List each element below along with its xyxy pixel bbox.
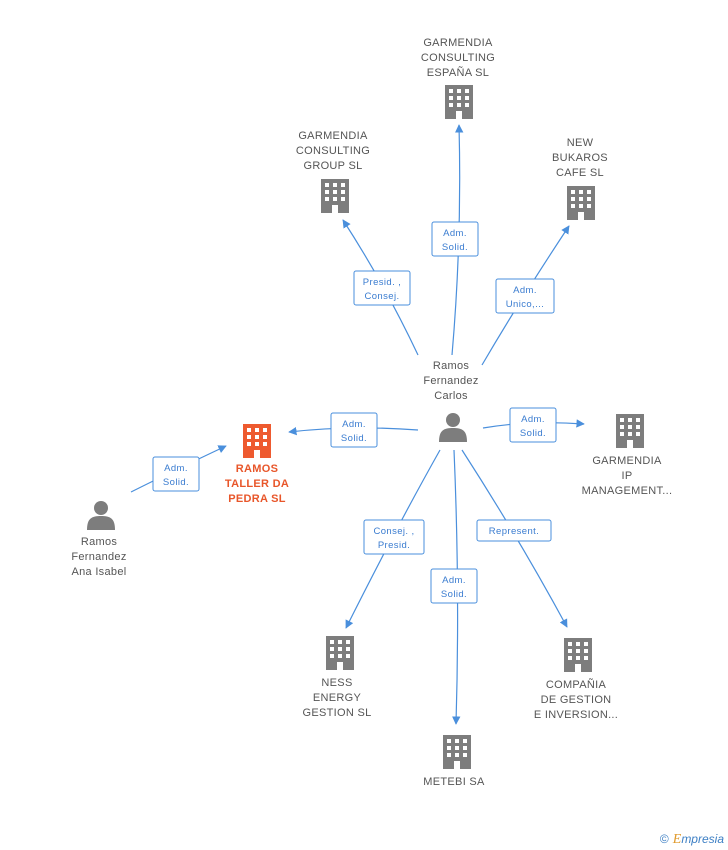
relation-label-ana-center[interactable]: Adm. Solid. (152, 456, 200, 492)
svg-text:Solid.: Solid. (441, 589, 467, 600)
node-label: Ramos (81, 536, 118, 548)
brand-logo-text: mpresia (681, 832, 724, 846)
svg-text:Adm.: Adm. (521, 414, 545, 425)
building-icon (445, 85, 473, 119)
brand-logo-initial: E (672, 832, 682, 847)
svg-text:Solid.: Solid. (163, 477, 189, 488)
svg-text:Adm.: Adm. (164, 463, 188, 474)
node-label: RAMOS (236, 463, 278, 475)
relation-label-carlos-group[interactable]: Presid. , Consej. (353, 270, 411, 306)
svg-text:Adm.: Adm. (513, 285, 537, 296)
svg-text:Represent.: Represent. (489, 526, 539, 537)
node-label: GESTION SL (302, 707, 371, 719)
node-label: NESS (321, 677, 352, 689)
node-label: NEW (567, 137, 594, 149)
node-ana[interactable]: Ramos Fernandez Ana Isabel (71, 501, 126, 578)
node-label: IP (622, 470, 633, 482)
person-icon (87, 501, 115, 530)
building-icon (326, 636, 354, 670)
svg-text:Unico,...: Unico,... (506, 299, 544, 310)
building-icon (567, 186, 595, 220)
node-ramos-taller[interactable]: RAMOS TALLER DA PEDRA SL (225, 424, 289, 505)
node-label: Ana Isabel (72, 566, 127, 578)
building-icon (616, 414, 644, 448)
node-label: CONSULTING (421, 52, 495, 64)
node-label: ENERGY (313, 692, 362, 704)
node-label: CAFE SL (556, 167, 604, 179)
svg-text:Solid.: Solid. (442, 242, 468, 253)
svg-text:Presid.: Presid. (378, 540, 410, 551)
node-compania[interactable]: COMPAÑIA DE GESTION E INVERSION... (534, 638, 618, 721)
relation-label-carlos-ness[interactable]: Consej. , Presid. (363, 519, 425, 555)
node-label: Fernandez (423, 375, 478, 387)
node-label: GARMENDIA (423, 37, 493, 49)
node-garmendia-espana[interactable]: GARMENDIA CONSULTING ESPAÑA SL (421, 37, 495, 119)
node-label: TALLER DA (225, 478, 289, 490)
node-label: DE GESTION (541, 694, 612, 706)
node-label: GROUP SL (303, 160, 362, 172)
node-label: GARMENDIA (592, 455, 662, 467)
building-icon (564, 638, 592, 672)
relation-label-carlos-espana[interactable]: Adm. Solid. (431, 221, 479, 257)
building-icon (243, 424, 271, 458)
svg-text:Consej.: Consej. (364, 291, 399, 302)
node-metebi[interactable]: METEBI SA (423, 735, 485, 788)
svg-text:Solid.: Solid. (520, 428, 546, 439)
relation-label-carlos-center[interactable]: Adm. Solid. (330, 412, 378, 448)
node-label: MANAGEMENT... (582, 485, 673, 497)
copyright-symbol: © (659, 832, 669, 846)
relation-label-carlos-ip[interactable]: Adm. Solid. (509, 407, 557, 443)
footer-brand: ©Empresia (660, 832, 724, 848)
building-icon (321, 179, 349, 213)
node-carlos[interactable]: Ramos Fernandez Carlos (423, 360, 478, 442)
node-label: Ramos (433, 360, 470, 372)
node-label: COMPAÑIA (546, 678, 607, 691)
node-garmendia-group[interactable]: GARMENDIA CONSULTING GROUP SL (296, 130, 370, 213)
relation-label-carlos-metebi[interactable]: Adm. Solid. (430, 568, 478, 604)
svg-text:Adm.: Adm. (342, 419, 366, 430)
node-label: METEBI SA (423, 776, 485, 788)
node-label: GARMENDIA (298, 130, 368, 142)
person-icon (439, 413, 467, 442)
node-label: E INVERSION... (534, 709, 618, 721)
svg-text:Solid.: Solid. (341, 433, 367, 444)
node-label: ESPAÑA SL (427, 66, 489, 79)
svg-text:Adm.: Adm. (443, 228, 467, 239)
building-icon (443, 735, 471, 769)
svg-text:Consej. ,: Consej. , (373, 526, 414, 537)
relation-labels: Adm. Solid. Presid. , Consej. Adm. Unico… (152, 221, 557, 604)
node-label: CONSULTING (296, 145, 370, 157)
relation-label-carlos-compania[interactable]: Represent. (476, 519, 552, 542)
svg-text:Presid. ,: Presid. , (363, 277, 401, 288)
node-label: PEDRA SL (228, 493, 286, 505)
node-garmendia-ip[interactable]: GARMENDIA IP MANAGEMENT... (582, 414, 673, 497)
node-label: BUKAROS (552, 152, 608, 164)
relation-label-carlos-bukaros[interactable]: Adm. Unico,... (495, 278, 555, 314)
node-label: Carlos (434, 390, 468, 402)
svg-text:Adm.: Adm. (442, 575, 466, 586)
node-ness[interactable]: NESS ENERGY GESTION SL (302, 636, 371, 719)
node-new-bukaros[interactable]: NEW BUKAROS CAFE SL (552, 137, 608, 220)
node-label: Fernandez (71, 551, 126, 563)
